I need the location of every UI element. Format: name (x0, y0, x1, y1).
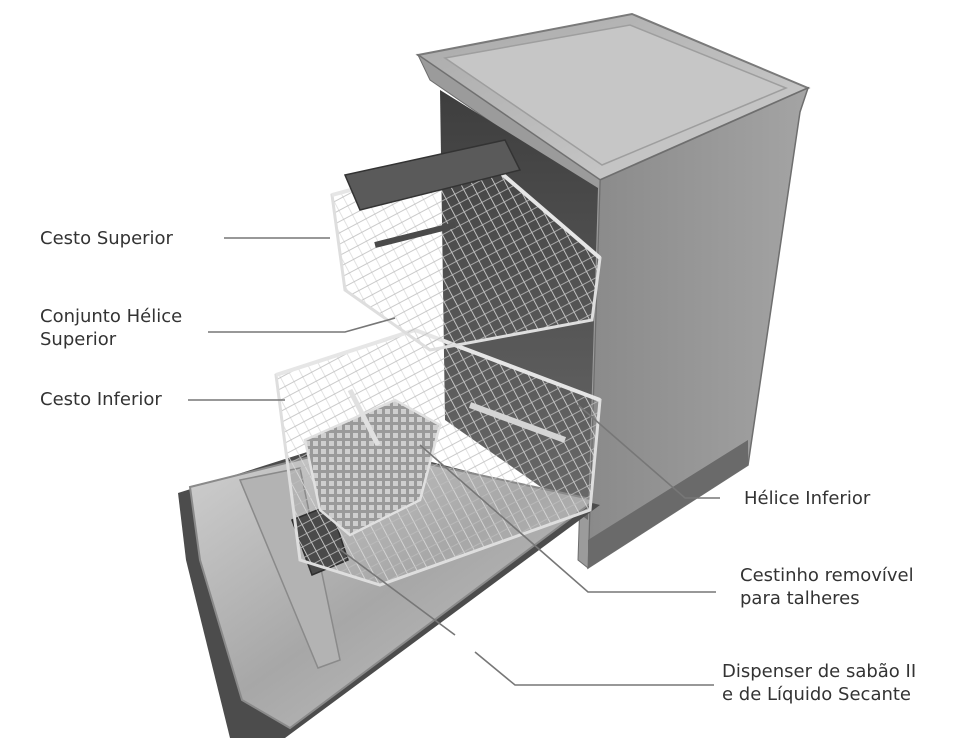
label-dispenser: Dispenser de sabão II e de Líquido Secan… (722, 661, 917, 705)
cup-shelf (343, 139, 522, 211)
label-conjunto-helice-superior: Conjunto Hélice Superior (40, 306, 183, 350)
lower-spray-arm (468, 402, 567, 443)
leader-line-helice-inferior (577, 404, 720, 499)
label-helice-inferior: Hélice Inferior (744, 488, 871, 509)
label-cestinho-removivel: Cestinho removível para talheres (740, 565, 914, 609)
cutlery-basket (303, 398, 442, 537)
leader-line-cestinho (419, 444, 716, 593)
leader-line-helice-superior (208, 317, 396, 333)
leader-line-dispenser (474, 651, 714, 686)
leader-line-dispenser-lower (337, 547, 456, 636)
cabinet-plinth (588, 440, 748, 568)
door-inner-channel (238, 467, 341, 669)
leader-lines (188, 237, 720, 686)
label-cesto-inferior: Cesto Inferior (40, 389, 162, 410)
cabinet-top-inset (443, 24, 788, 166)
upper-spray-arm (374, 222, 456, 248)
label-cesto-superior: Cesto Superior (40, 228, 173, 249)
cutlery-basket-handle (347, 388, 381, 447)
